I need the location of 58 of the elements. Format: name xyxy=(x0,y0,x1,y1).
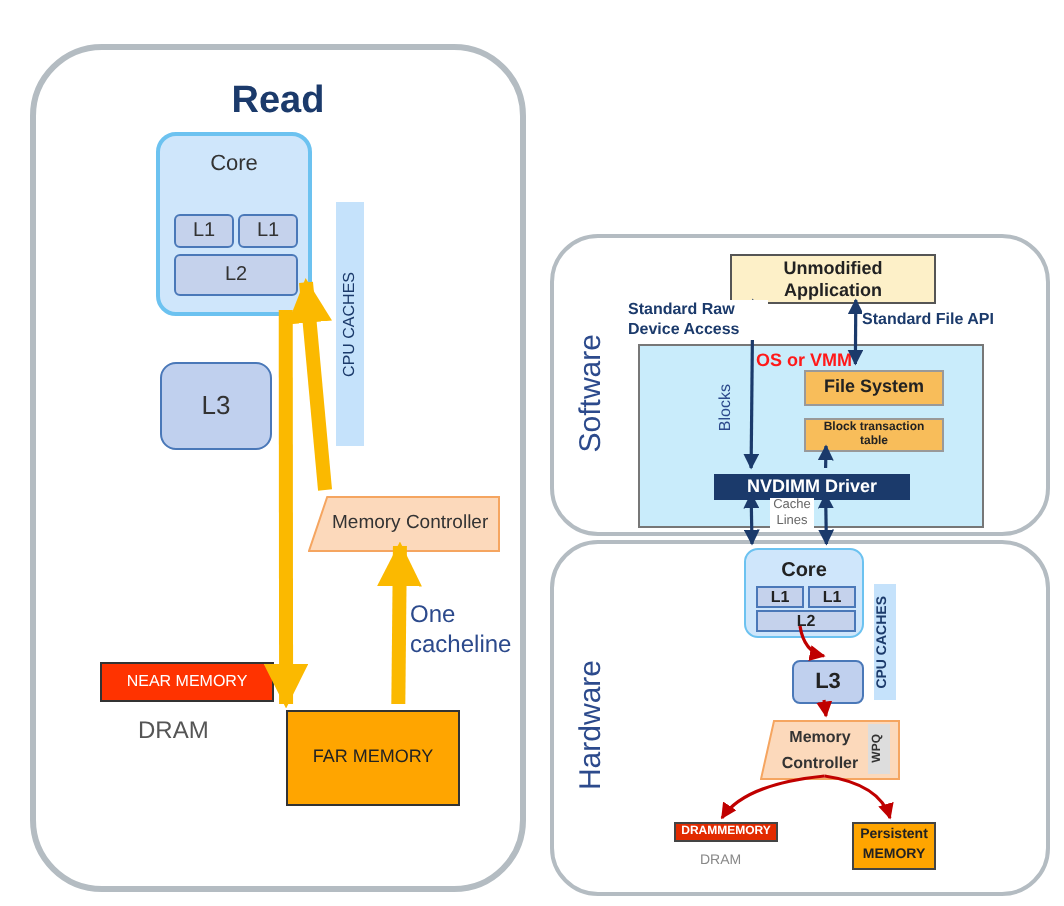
box-label: L1 xyxy=(822,588,842,606)
box-label: NVDIMM Driver xyxy=(746,473,877,498)
panel xyxy=(550,234,1050,536)
cache-box xyxy=(238,214,298,248)
box-label: Core xyxy=(779,558,829,586)
process-box xyxy=(804,418,944,452)
cache-band xyxy=(336,202,364,446)
core-box xyxy=(744,548,864,638)
edge-label: Standard Raw Device Access xyxy=(628,300,768,340)
cache-box xyxy=(808,586,856,608)
panel xyxy=(550,540,1050,896)
box-label: NEAR MEMORY xyxy=(126,670,248,694)
box-label: Memory Controller xyxy=(332,509,489,538)
cache-box xyxy=(174,214,234,248)
cache-band xyxy=(874,584,896,700)
cache-box xyxy=(174,254,298,296)
arrow xyxy=(377,541,422,705)
box-label: L1 xyxy=(192,218,216,246)
box-label: Unmodified Application xyxy=(781,257,885,301)
box-label: FAR MEMORY xyxy=(312,744,434,771)
memory-box xyxy=(286,710,460,806)
box-label: L2 xyxy=(796,612,816,630)
box-label: L1 xyxy=(256,218,280,246)
arrow xyxy=(263,310,309,709)
box-label: Memory Controller xyxy=(779,726,861,776)
panel-title: Read xyxy=(229,78,327,126)
box-label: L3 xyxy=(201,388,231,425)
cache-box xyxy=(756,610,856,632)
side-label: Blocks xyxy=(714,384,736,432)
core-box xyxy=(156,132,312,316)
cache-box xyxy=(160,362,272,450)
driver-bar xyxy=(714,474,910,500)
arrow xyxy=(798,625,826,661)
process-box xyxy=(804,370,944,406)
arrow xyxy=(720,774,825,820)
box-label: OS or VMM xyxy=(756,348,853,374)
box-label: File System xyxy=(823,374,925,401)
arrow xyxy=(287,277,332,491)
box-label: Core xyxy=(208,150,260,180)
arrow xyxy=(816,699,833,718)
panel xyxy=(30,44,526,892)
arrow xyxy=(824,774,893,820)
box-label: L3 xyxy=(815,667,841,698)
band-label: CPU CACHES xyxy=(338,271,360,377)
box-label: L1 xyxy=(770,588,790,606)
memory-controller-trapezoid xyxy=(760,720,900,780)
cache-box xyxy=(792,660,864,704)
cache-box xyxy=(756,586,804,608)
queue-box xyxy=(868,724,890,774)
process-box xyxy=(730,254,936,304)
arrow xyxy=(817,444,834,469)
box-label: L2 xyxy=(224,262,248,290)
panel-title: Software xyxy=(572,334,610,453)
os-box xyxy=(638,344,984,528)
caption-text: DRAM xyxy=(138,714,209,748)
panel-title: Hardware xyxy=(572,660,610,791)
memory-controller-trapezoid xyxy=(308,496,500,552)
arrow xyxy=(847,298,864,366)
